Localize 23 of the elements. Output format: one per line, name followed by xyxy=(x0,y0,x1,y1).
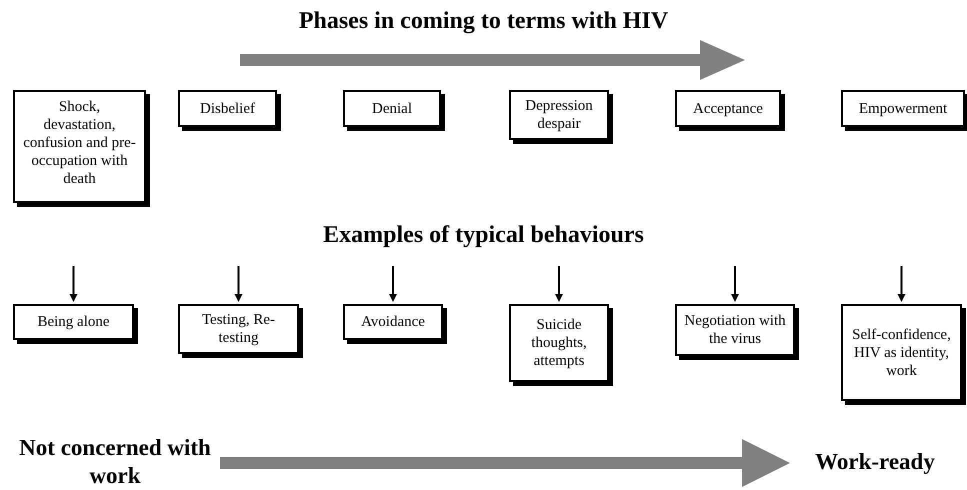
title: Phases in coming to terms with HIV xyxy=(298,8,670,35)
box-label: Testing, Re-testing xyxy=(200,311,276,347)
arrow xyxy=(220,439,790,487)
arrow xyxy=(898,266,906,302)
box-label: Empowerment xyxy=(858,100,948,118)
arrow xyxy=(234,266,242,302)
box-label: Shock, devastation, confusion and pre-occupation with death xyxy=(22,98,137,188)
arrow xyxy=(70,266,78,302)
arrow xyxy=(555,266,563,302)
box-label: Negotiation with the virus xyxy=(683,312,787,348)
box-label: Avoidance xyxy=(361,313,425,331)
box-label: Being alone xyxy=(37,313,110,331)
text-label: Not concerned with work xyxy=(10,434,220,490)
box-label: Self-confidence, HIV as identity, work xyxy=(851,326,952,380)
box-label: Suicide thoughts, attempts xyxy=(530,316,588,370)
text-label: Work-ready xyxy=(790,448,960,478)
section-heading: Examples of typical behaviours xyxy=(322,222,645,249)
box-label: Depression despair xyxy=(524,97,594,133)
box-label: Denial xyxy=(372,100,412,118)
arrow xyxy=(731,266,739,302)
box-label: Acceptance xyxy=(693,100,763,118)
box-label: Disbelief xyxy=(200,100,255,118)
arrow xyxy=(389,266,397,302)
